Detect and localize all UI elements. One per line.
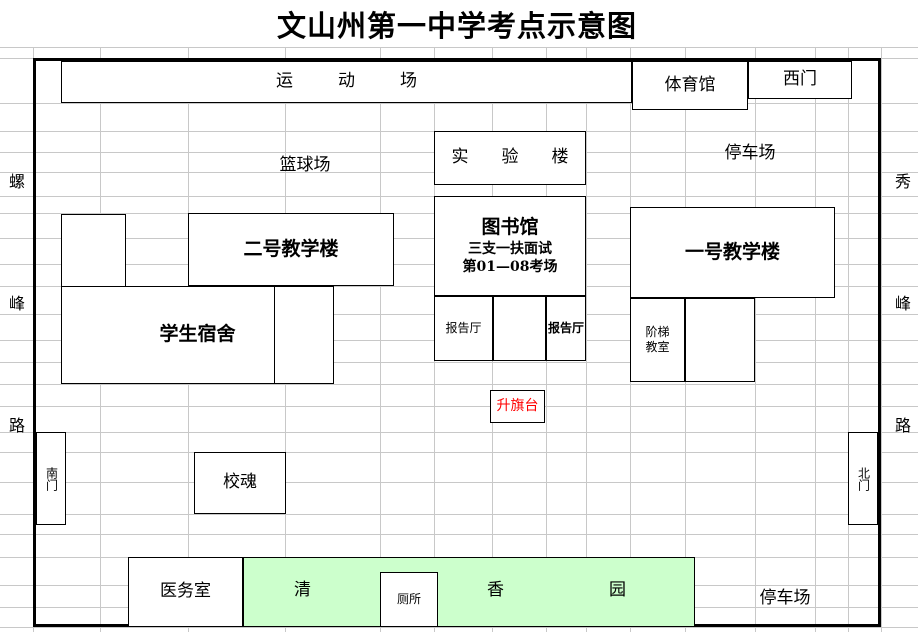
area-parking-bottom[interactable]: 停车场 [759,588,811,609]
gridline-horizontal-24 [0,627,918,628]
road-label-right-char-1: 峰 [894,294,911,313]
gridline-vertical-14 [881,47,882,632]
area-toilet[interactable]: 厕所 [380,572,438,627]
gridline-horizontal-18 [0,482,918,483]
area-clinic[interactable]: 医务室 [128,557,243,627]
area-stepped-classroom-line1: 阶梯 [645,325,670,339]
area-lecture-hall-left[interactable]: 报告厅 [434,296,493,361]
road-label-right-char-2: 路 [894,416,911,435]
gridline-horizontal-16 [0,432,918,433]
area-playground[interactable]: 运 动 场 [61,61,632,103]
area-teaching-building-1-annex [685,298,755,382]
gate-north[interactable]: 北门 [848,432,878,525]
road-label-left-char-1: 峰 [8,294,25,313]
area-stepped-classroom-line2: 教室 [645,340,670,354]
area-garden-char-1: 香 [487,580,504,600]
area-school-soul[interactable]: 校魂 [194,452,286,514]
gridline-vertical-13 [848,47,849,632]
gate-west[interactable]: 西门 [748,61,852,99]
gridline-horizontal-17 [0,452,918,453]
area-garden[interactable]: 清 香 园 [243,557,695,627]
area-dormitory-annex [274,286,334,384]
area-lecture-hall-right[interactable]: 报告厅 [546,296,586,361]
area-stepped-classroom[interactable]: 阶梯 教室 [630,298,685,382]
road-label-left-char-2: 路 [8,416,25,435]
area-library-line3: 第01—08考场 [462,258,558,275]
gridline-vertical-12 [815,47,816,632]
area-library[interactable]: 图书馆 三支一扶面试 第01—08考场 [434,196,586,296]
area-flag-platform[interactable]: 升旗台 [490,390,545,423]
area-lab-building[interactable]: 实 验 楼 [434,131,586,185]
gridline-vertical-11 [755,47,756,632]
area-parking-top[interactable]: 停车场 [724,143,776,164]
page-title-text: 文山州第一中学考点示意图 [276,8,637,43]
gridline-horizontal-15 [0,406,918,407]
area-teaching-building-2[interactable]: 二号教学楼 [188,213,394,286]
gridline-vertical-4 [380,47,381,632]
gate-south[interactable]: 南门 [36,432,66,525]
gridline-horizontal-13 [0,362,918,363]
road-label-right-char-0: 秀 [894,172,911,191]
area-garden-char-0: 清 [294,580,311,600]
gridline-horizontal-19 [0,514,918,515]
area-library-corridor [493,296,546,361]
area-garden-char-2: 园 [609,580,626,600]
gridline-horizontal-1 [0,58,918,59]
gridline-vertical-8 [586,47,587,632]
area-basketball-court[interactable]: 篮球场 [279,155,331,176]
gridline-horizontal-2 [0,103,918,104]
area-library-line2: 三支一扶面试 [468,241,552,258]
gridline-horizontal-14 [0,384,918,385]
area-teaching-building-1[interactable]: 一号教学楼 [630,207,835,298]
area-gymnasium[interactable]: 体育馆 [632,61,748,110]
area-library-name: 图书馆 [481,215,539,238]
road-label-left-char-0: 螺 [8,172,25,191]
gridline-horizontal-20 [0,534,918,535]
page-title: 文山州第一中学考点示意图 [33,0,881,48]
